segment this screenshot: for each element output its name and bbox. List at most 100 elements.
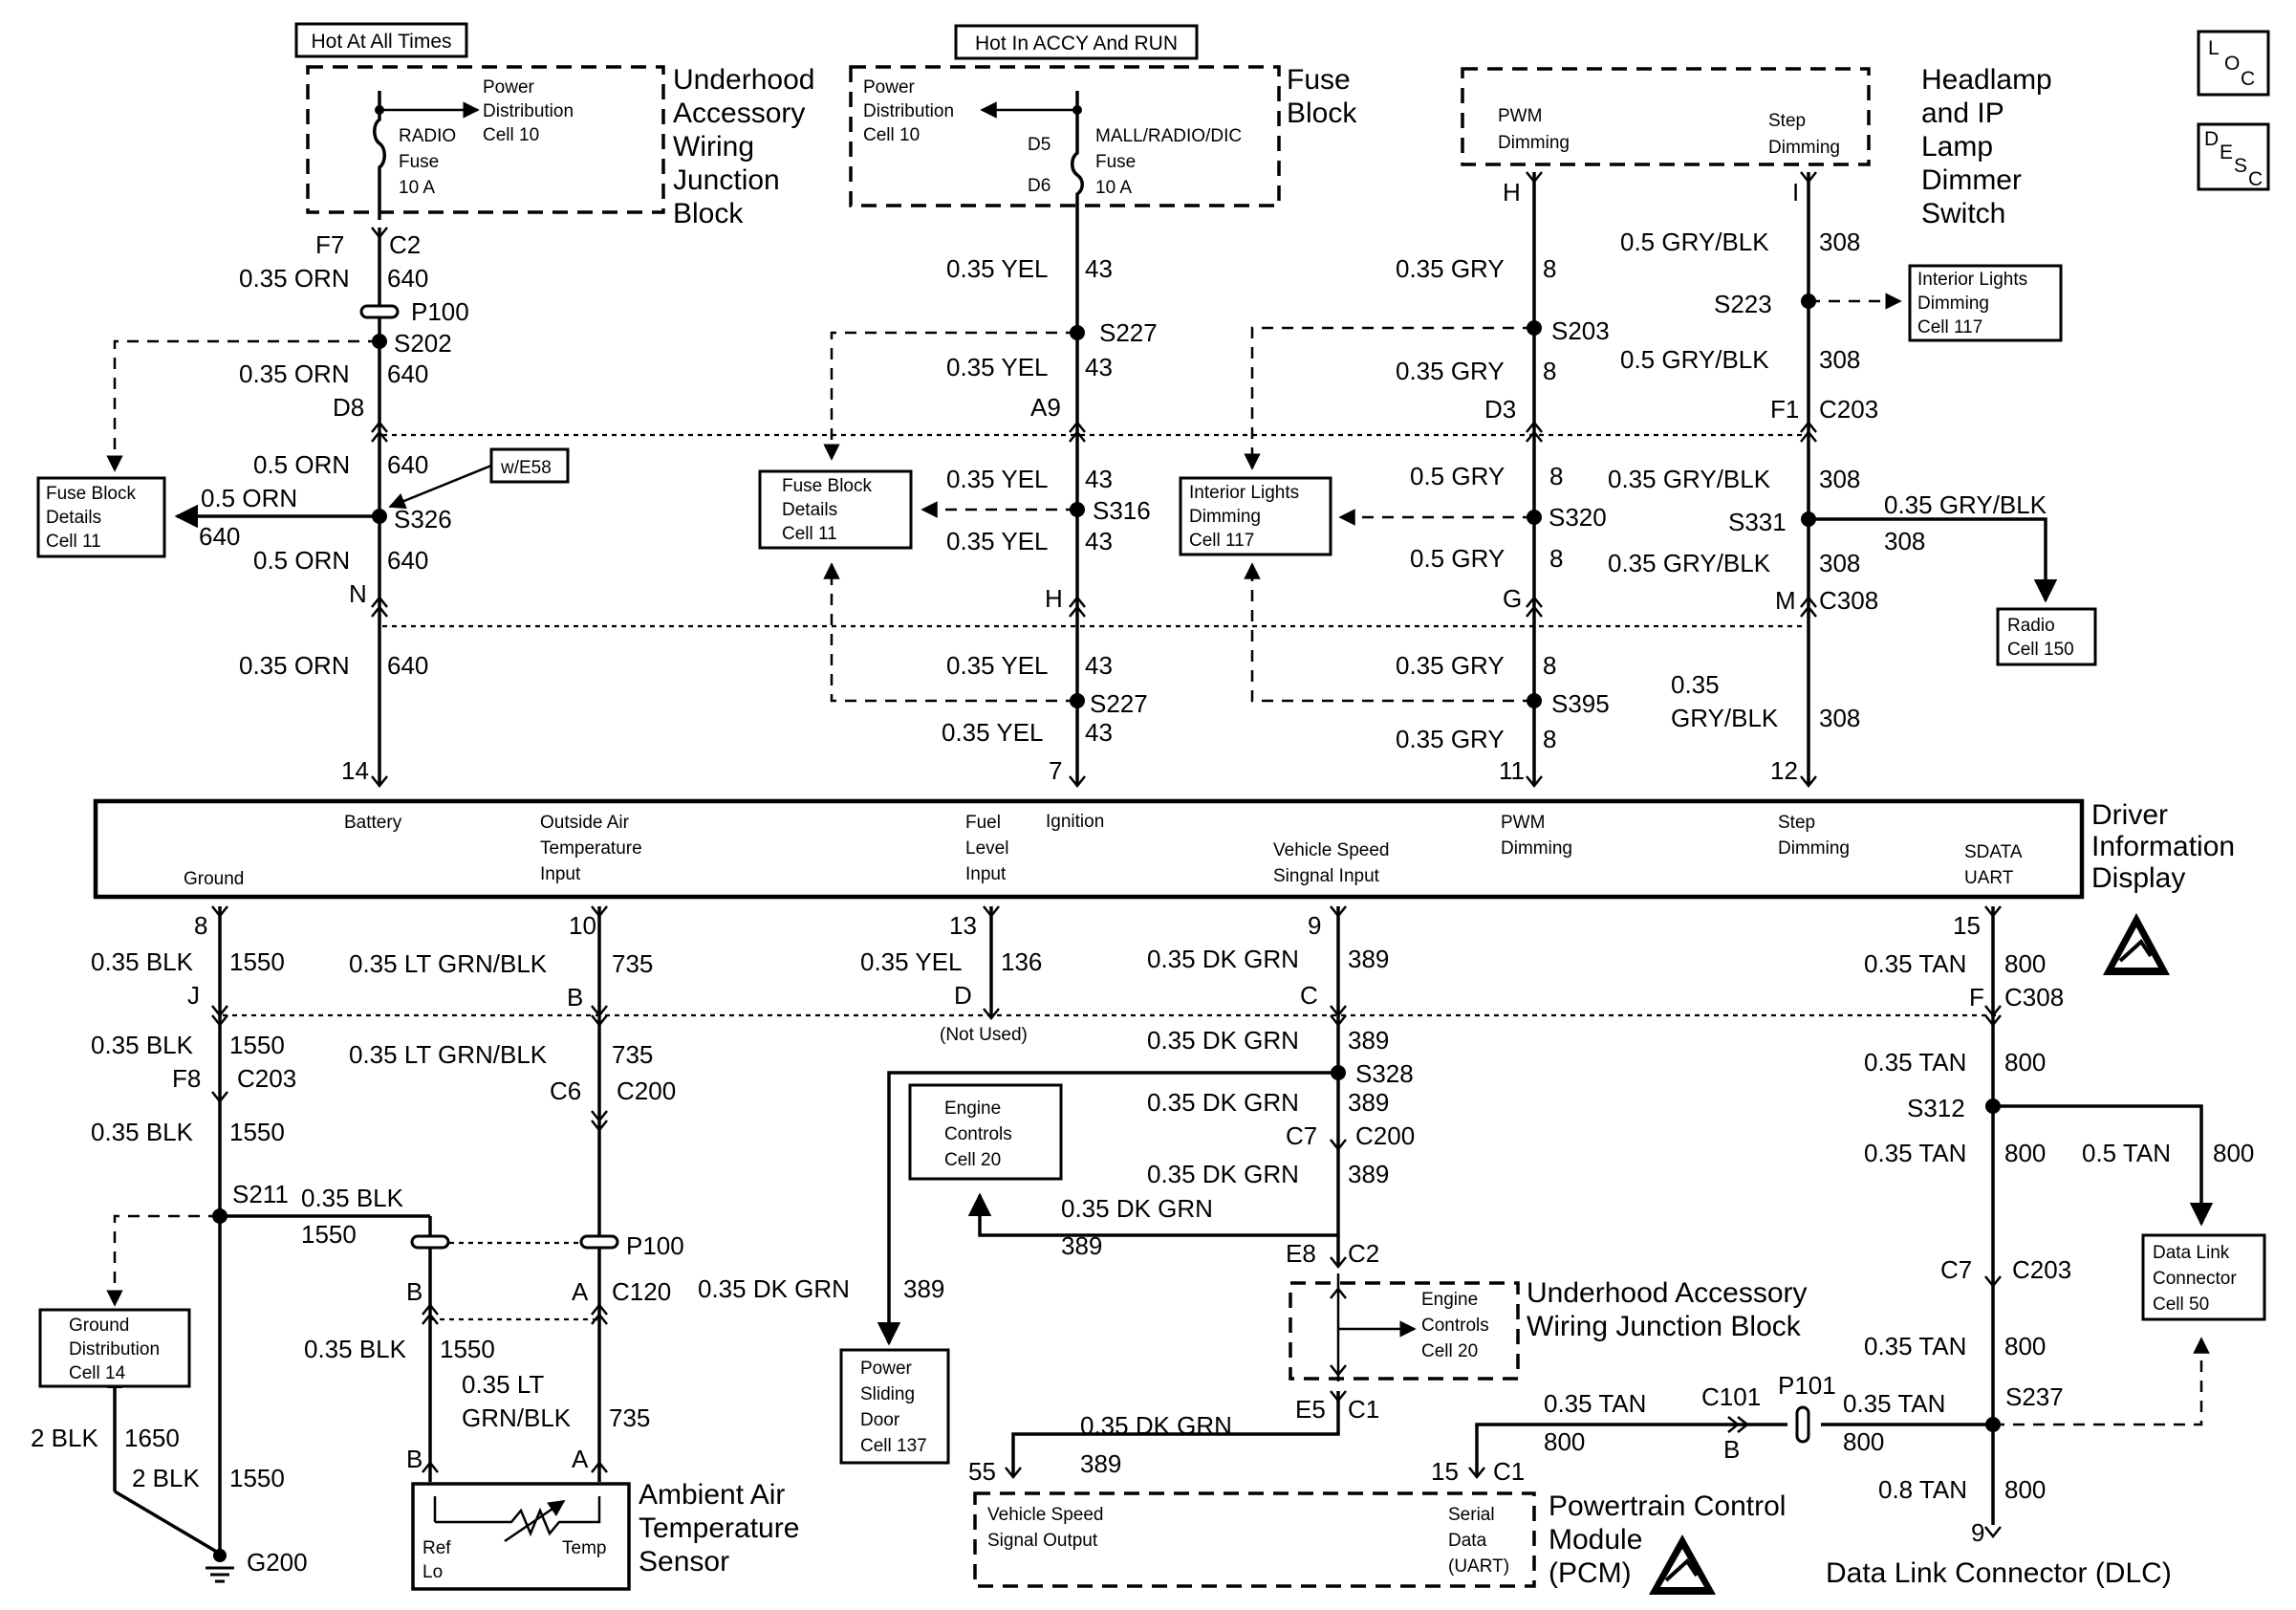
pcm-inner-labels: Vehicle Speed Signal Output Serial Data …: [987, 1505, 1509, 1577]
ref-interior-lights-mid: Interior Lights Dimming Cell 117: [1179, 476, 1332, 556]
svg-text:B: B: [406, 1277, 422, 1306]
svg-text:E: E: [2220, 141, 2233, 163]
pin-13: [983, 905, 1000, 919]
engine-inner-label: Engine Controls Cell 20: [1421, 1290, 1489, 1361]
svg-text:735: 735: [612, 1040, 653, 1069]
sensor-label: Ambient Air Temperature Sensor: [639, 1479, 799, 1577]
svg-text:C: C: [2248, 168, 2263, 190]
svg-text:1550: 1550: [229, 947, 285, 976]
svg-text:389: 389: [1348, 1026, 1389, 1055]
svg-text:0.35 DK GRN: 0.35 DK GRN: [1147, 1088, 1299, 1117]
conn-c120-a: [591, 1302, 608, 1325]
svg-text:1550: 1550: [229, 1464, 285, 1492]
svg-text:800: 800: [2004, 949, 2046, 978]
svg-text:Level: Level: [965, 838, 1008, 859]
svg-text:S237: S237: [2005, 1382, 2064, 1411]
pin-9-vss: [1330, 905, 1347, 919]
svg-text:Step: Step: [1778, 813, 1815, 833]
svg-text:14: 14: [341, 756, 369, 785]
svg-text:43: 43: [1085, 651, 1113, 680]
svg-text:A9: A9: [1030, 393, 1061, 422]
svg-text:C203: C203: [2012, 1255, 2071, 1284]
svg-text:0.5 ORN: 0.5 ORN: [253, 450, 350, 479]
yel-labels: 0.35 YEL 43 S227 0.35 YEL 43 A9 0.35 YEL…: [942, 254, 1158, 785]
svg-text:Display: Display: [2091, 862, 2185, 894]
s395-dash: [1244, 562, 1534, 703]
svg-text:389: 389: [1348, 945, 1389, 973]
svg-text:389: 389: [1080, 1449, 1121, 1478]
svg-text:1550: 1550: [229, 1118, 285, 1146]
svg-text:Lamp: Lamp: [1921, 131, 1993, 163]
svg-text:F1: F1: [1770, 395, 1799, 424]
svg-text:0.35 BLK: 0.35 BLK: [91, 1031, 194, 1059]
svg-text:Details: Details: [46, 508, 101, 528]
p100-grn-symbol: [579, 1234, 619, 1250]
svg-text:Cell 10: Cell 10: [863, 125, 920, 145]
svg-text:S395: S395: [1551, 689, 1610, 718]
svg-text:G: G: [1503, 584, 1522, 613]
svg-text:Ground: Ground: [69, 1316, 129, 1336]
svg-text:Dimming: Dimming: [1189, 507, 1261, 527]
svg-text:389: 389: [1061, 1231, 1102, 1260]
description-icon[interactable]: D E S C: [2197, 122, 2270, 191]
svg-text:Hot In ACCY And RUN: Hot In ACCY And RUN: [975, 33, 1178, 54]
pin-7: [1069, 775, 1086, 789]
sensor-pin-b: [422, 1460, 439, 1473]
mall-fuse-label: MALL/RADIO/DIC Fuse 10 A D5 D6: [1028, 126, 1242, 198]
s202-dash: [106, 339, 379, 472]
svg-text:136: 136: [1001, 947, 1042, 976]
svg-text:C: C: [2241, 68, 2255, 90]
svg-text:15: 15: [1953, 911, 1981, 940]
svg-text:(PCM): (PCM): [1549, 1557, 1632, 1589]
svg-text:640: 640: [387, 359, 428, 388]
location-icon[interactable]: L O C: [2197, 30, 2270, 97]
svg-text:0.35 DK GRN: 0.35 DK GRN: [1147, 1160, 1299, 1188]
svg-text:Cell 20: Cell 20: [944, 1150, 1001, 1170]
sensor-pin-a: [591, 1460, 608, 1473]
svg-text:D: D: [2204, 128, 2219, 150]
dlc-label: Data Link Connector (DLC): [1826, 1557, 2172, 1589]
svg-text:0.35 DK GRN: 0.35 DK GRN: [1147, 945, 1299, 973]
s237-dash: [1993, 1337, 2210, 1426]
s312-branch: [1993, 1104, 2214, 1227]
svg-text:S316: S316: [1093, 496, 1151, 525]
svg-text:F7: F7: [315, 230, 344, 259]
conn-c2-top: [371, 227, 388, 240]
svg-text:Cell 50: Cell 50: [2153, 1295, 2209, 1315]
svg-text:Underhood: Underhood: [673, 64, 814, 96]
svg-text:S227: S227: [1099, 318, 1158, 347]
svg-text:C7: C7: [1940, 1255, 1972, 1284]
svg-text:Input: Input: [540, 864, 581, 884]
svg-text:M: M: [1775, 586, 1796, 615]
s227-upper-dash: [823, 331, 1077, 461]
svg-text:B: B: [1723, 1435, 1740, 1464]
svg-text:308: 308: [1819, 704, 1860, 732]
dimmer-label: Headlamp and IP Lamp Dimmer Switch: [1921, 64, 2052, 229]
p100-blk-symbol: [410, 1234, 450, 1250]
dk-grn-labels: 9 0.35 DK GRN 389 C 0.35 DK GRN 389 S328…: [698, 911, 1415, 1486]
svg-text:C203: C203: [237, 1064, 296, 1093]
pin-10: [591, 905, 608, 919]
svg-text:800: 800: [2004, 1332, 2046, 1360]
svg-text:S223: S223: [1714, 290, 1772, 318]
svg-text:C1: C1: [1348, 1395, 1379, 1424]
svg-text:Sliding: Sliding: [860, 1384, 915, 1404]
svg-text:Data Link Connector (DLC): Data Link Connector (DLC): [1826, 1557, 2172, 1589]
svg-text:389: 389: [1348, 1160, 1389, 1188]
svg-text:43: 43: [1085, 465, 1113, 493]
svg-text:2 BLK: 2 BLK: [31, 1424, 98, 1452]
svg-text:S: S: [2234, 155, 2247, 177]
svg-text:640: 640: [387, 450, 428, 479]
svg-text:43: 43: [1085, 254, 1113, 283]
not-used-label: (Not Used): [940, 1025, 1028, 1045]
svg-text:735: 735: [609, 1403, 650, 1432]
svg-text:Temp: Temp: [562, 1538, 606, 1558]
svg-text:Fuse Block: Fuse Block: [782, 476, 872, 496]
svg-text:Serial: Serial: [1448, 1505, 1495, 1525]
header-hot-all: Hot At All Times: [294, 22, 468, 58]
svg-text:0.5 GRY/BLK: 0.5 GRY/BLK: [1620, 345, 1769, 374]
svg-text:0.35 ORN: 0.35 ORN: [239, 264, 350, 293]
svg-text:1550: 1550: [301, 1220, 357, 1249]
ref-radio: Radio Cell 150: [1996, 607, 2097, 666]
svg-text:10 A: 10 A: [1095, 178, 1132, 198]
